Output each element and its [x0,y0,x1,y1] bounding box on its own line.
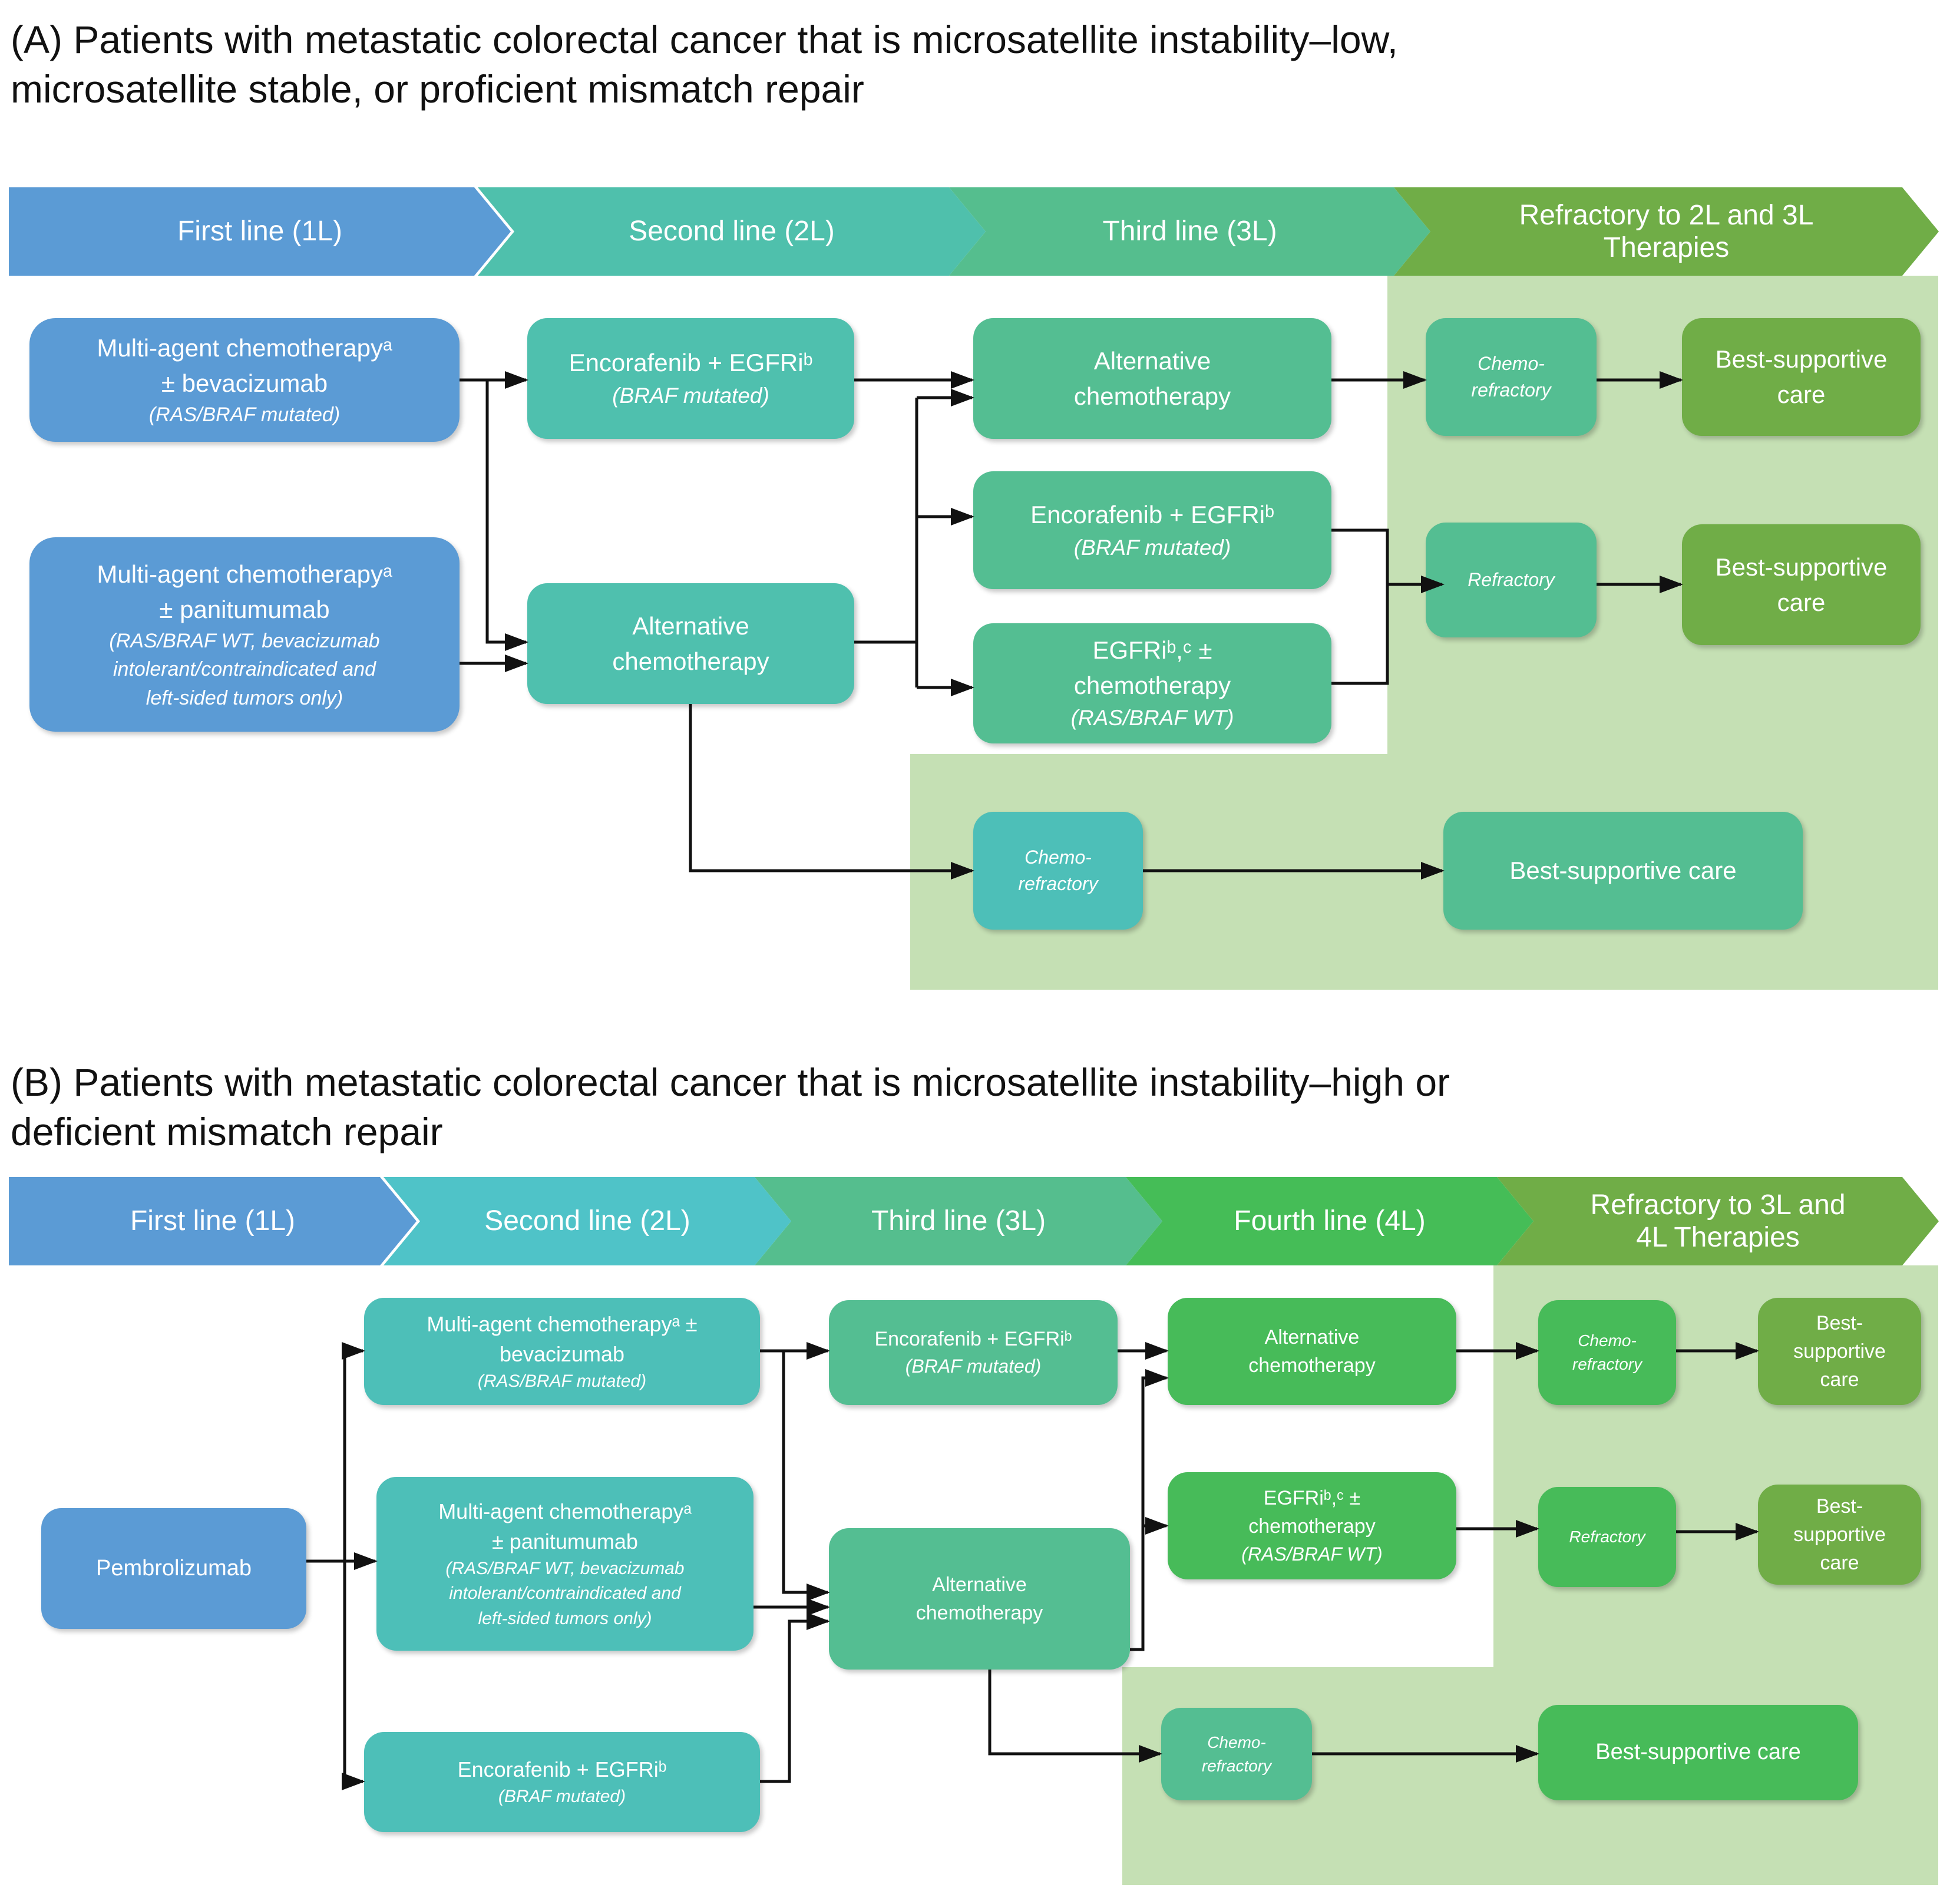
box-a-2l-encorafenib-egfri-text: Encorafenib + EGFRiᵇ [569,349,813,377]
box-a-3l-encorafenib-egfri: Encorafenib + EGFRiᵇ (BRAF mutated) [973,471,1331,589]
box-b-3l-alternative-chemotherapy-text: Alternative chemotherapy [916,1573,1043,1624]
stage-a-first-line-label: First line (1L) [177,216,343,247]
box-a-3l-egfri-chemotherapy-text: EGFRiᵇ,ᶜ ± chemotherapy [1073,636,1231,699]
box-b-2l-chemo-bevacizumab-note: (RAS/BRAF mutated) [477,1371,647,1391]
box-b-2l-encorafenib-egfri: Encorafenib + EGFRiᵇ (BRAF mutated) [364,1732,760,1832]
box-b-1l-pembrolizumab-text: Pembrolizumab [96,1555,252,1581]
box-a-chemo-refractory-bottom: Chemo- refractory [973,812,1143,930]
box-b-2l-chemo-panitumumab: Multi-agent chemotherapyᵃ ± panitumumab … [376,1477,753,1651]
box-b-3l-encorafenib-egfri: Encorafenib + EGFRiᵇ (BRAF mutated) [829,1300,1118,1405]
box-b-refractory-text: Refractory [1569,1528,1645,1546]
box-a-2l-encorafenib-egfri-note: (BRAF mutated) [612,384,769,408]
box-a-1l-chemo-bevacizumab-text: Multi-agent chemotherapyᵃ ± bevacizumab [97,334,392,397]
box-a-best-supportive-care-top-text: Best-supportive care [1715,345,1888,408]
box-b-3l-encorafenib-egfri-text: Encorafenib + EGFRiᵇ [874,1328,1072,1351]
stage-a-third-line-label: Third line (3L) [1102,216,1277,247]
box-b-2l-chemo-bevacizumab: Multi-agent chemotherapyᵃ ± bevacizumab … [364,1298,760,1405]
box-a-best-supportive-care-mid: Best-supportive care [1682,524,1921,645]
box-b-4l-alternative-chemotherapy: Alternative chemotherapy [1168,1298,1456,1405]
box-b-2l-chemo-panitumumab-note: (RAS/BRAF WT, bevacizumab intolerant/con… [445,1558,685,1628]
box-b-2l-encorafenib-egfri-note: (BRAF mutated) [498,1787,626,1807]
stage-a-second-line-label: Second line (2L) [629,216,835,247]
stage-a-first-line: First line (1L) [9,187,511,276]
box-a-best-supportive-care-top: Best-supportive care [1682,318,1921,436]
stage-b-second-line: Second line (2L) [384,1177,791,1265]
box-b-chemo-refractory-bottom-text: Chemo- refractory [1201,1733,1272,1775]
box-b-best-supportive-care-mid-text: Best- supportive care [1793,1495,1886,1575]
box-b-refractory: Refractory [1538,1487,1676,1587]
stage-b-third-line: Third line (3L) [755,1177,1162,1265]
box-b-4l-egfri-chemotherapy-note: (RAS/BRAF WT) [1241,1543,1383,1565]
stage-b-third-line-label: Third line (3L) [871,1205,1046,1237]
box-a-2l-encorafenib-egfri: Encorafenib + EGFRiᵇ (BRAF mutated) [527,318,854,439]
panel-a-title: (A) Patients with metastatic colorectal … [11,18,1398,111]
stage-b-refractory: Refractory to 3L and 4L Therapies [1497,1177,1939,1265]
box-a-3l-alternative-chemotherapy-text: Alternative chemotherapy [1073,346,1231,410]
box-a-2l-alternative-chemotherapy-text: Alternative chemotherapy [612,611,769,675]
box-a-3l-encorafenib-egfri-text: Encorafenib + EGFRiᵇ [1030,500,1274,528]
box-a-best-supportive-care-mid-text: Best-supportive care [1715,553,1888,616]
box-b-best-supportive-care-top: Best- supportive care [1758,1298,1921,1405]
box-a-3l-egfri-chemotherapy-note: (RAS/BRAF WT) [1070,706,1234,730]
box-a-1l-chemo-panitumumab: Multi-agent chemotherapyᵃ ± panitumumab … [29,537,460,732]
stage-b-fourth-line: Fourth line (4L) [1126,1177,1534,1265]
box-b-1l-pembrolizumab: Pembrolizumab [41,1508,306,1629]
box-b-best-supportive-care-top-text: Best- supportive care [1793,1311,1886,1391]
stage-a-second-line: Second line (2L) [478,187,986,276]
box-b-chemo-refractory-bottom: Chemo- refractory [1161,1708,1312,1800]
box-b-4l-egfri-chemotherapy: EGFRiᵇ,ᶜ ± chemotherapy (RAS/BRAF WT) [1168,1472,1456,1579]
box-a-chemo-refractory-bottom-text: Chemo- refractory [1018,846,1098,894]
box-a-best-supportive-care-bottom: Best-supportive care [1443,812,1803,930]
box-a-3l-encorafenib-egfri-note: (BRAF mutated) [1073,535,1231,560]
box-a-2l-alternative-chemotherapy: Alternative chemotherapy [527,583,854,704]
stage-b-first-line-label: First line (1L) [130,1205,296,1237]
stage-b-refractory-label: Refractory to 3L and 4L Therapies [1590,1189,1846,1253]
box-b-chemo-refractory-text: Chemo- refractory [1572,1331,1642,1373]
box-a-chemo-refractory-text: Chemo- refractory [1471,352,1551,401]
box-a-1l-chemo-panitumumab-note: (RAS/BRAF WT, bevacizumab intolerant/con… [109,630,380,709]
box-b-4l-alternative-chemotherapy-text: Alternative chemotherapy [1248,1325,1376,1377]
panel-b-title: (B) Patients with metastatic colorectal … [11,1060,1450,1154]
box-b-2l-encorafenib-egfri-text: Encorafenib + EGFRiᵇ [457,1757,667,1782]
box-a-refractory: Refractory [1426,523,1597,637]
stage-b-fourth-line-label: Fourth line (4L) [1234,1205,1426,1237]
box-a-1l-chemo-bevacizumab-note: (RAS/BRAF mutated) [148,404,341,427]
box-a-3l-alternative-chemotherapy: Alternative chemotherapy [973,318,1331,439]
stage-b-second-line-label: Second line (2L) [484,1205,690,1237]
box-a-chemo-refractory: Chemo- refractory [1426,318,1597,436]
stage-b-first-line: First line (1L) [9,1177,417,1265]
stage-a-refractory-label: Refractory to 2L and 3L Therapies [1519,199,1814,263]
box-b-chemo-refractory: Chemo- refractory [1538,1300,1676,1405]
box-a-1l-chemo-bevacizumab: Multi-agent chemotherapyᵃ ± bevacizumab … [29,318,460,442]
box-b-2l-chemo-bevacizumab-text: Multi-agent chemotherapyᵃ ± bevacizumab [427,1311,698,1366]
box-b-4l-egfri-chemotherapy-text: EGFRiᵇ,ᶜ ± chemotherapy [1248,1487,1376,1538]
stage-a-third-line: Third line (3L) [949,187,1430,276]
box-b-3l-alternative-chemotherapy: Alternative chemotherapy [829,1528,1130,1670]
stage-a-refractory: Refractory to 2L and 3L Therapies [1394,187,1939,276]
box-a-3l-egfri-chemotherapy: EGFRiᵇ,ᶜ ± chemotherapy (RAS/BRAF WT) [973,623,1331,743]
box-b-2l-chemo-panitumumab-text: Multi-agent chemotherapyᵃ ± panitumumab [438,1499,692,1553]
box-b-best-supportive-care-bottom: Best-supportive care [1538,1705,1858,1800]
box-a-1l-chemo-panitumumab-text: Multi-agent chemotherapyᵃ ± panitumumab [97,560,392,623]
box-b-best-supportive-care-mid: Best- supportive care [1758,1485,1921,1585]
box-b-3l-encorafenib-egfri-note: (BRAF mutated) [905,1356,1042,1377]
box-b-best-supportive-care-bottom-text: Best-supportive care [1595,1740,1801,1765]
box-a-refractory-text: Refractory [1468,568,1555,590]
box-a-best-supportive-care-bottom-text: Best-supportive care [1509,857,1737,885]
